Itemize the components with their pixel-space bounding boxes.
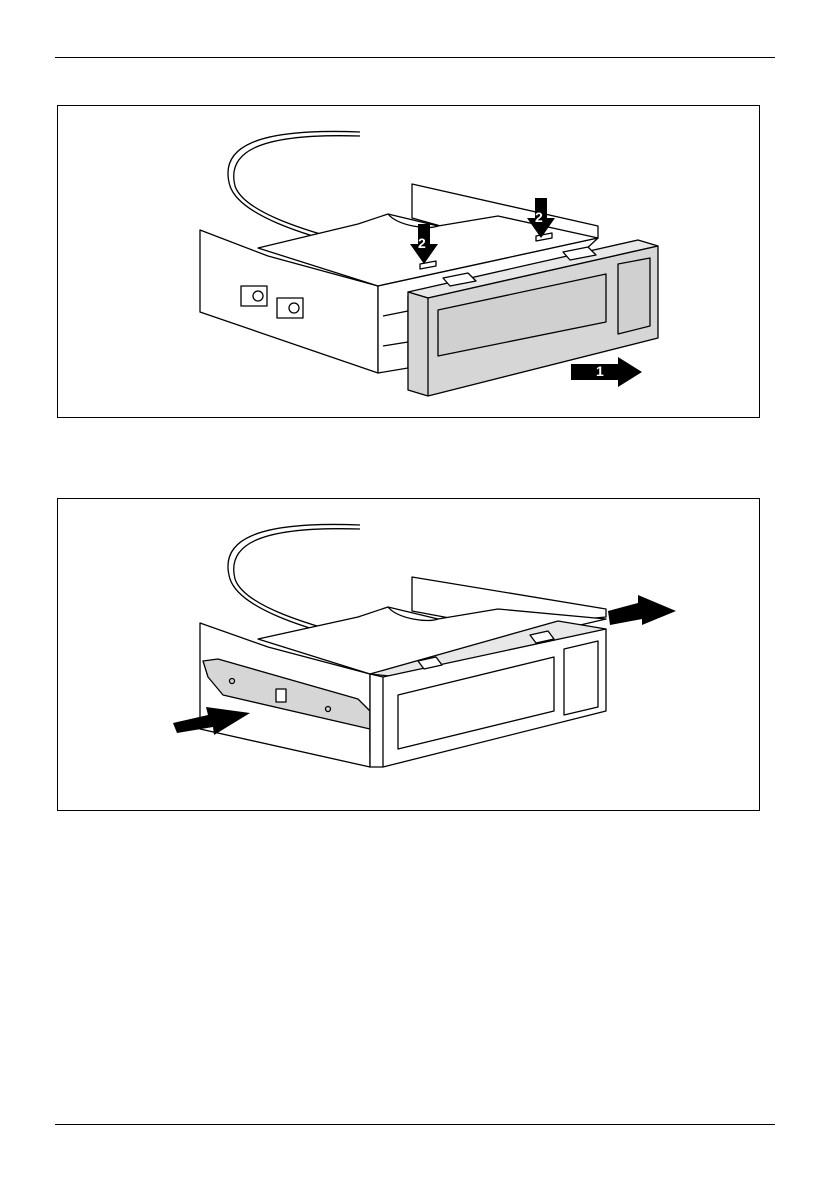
bezel-indicator-panel [564,641,598,715]
bezel-indicator-panel [618,258,650,334]
header-rule [55,57,775,58]
step-2b-label: 2 [535,209,543,225]
step-1-label: 1 [596,363,604,379]
figure-2-insert-drive-cage [57,498,760,811]
step-2a-label: 2 [418,235,426,251]
arrow-step-1-icon: 1 [571,357,642,387]
pull-out-arrow-icon [608,595,676,625]
figure-1-drawing: 1 2 2 [58,106,761,419]
figure-2-drawing [58,499,761,812]
figure-1-install-front-panel: 1 2 2 [57,105,760,418]
footer-rule [55,1124,775,1125]
